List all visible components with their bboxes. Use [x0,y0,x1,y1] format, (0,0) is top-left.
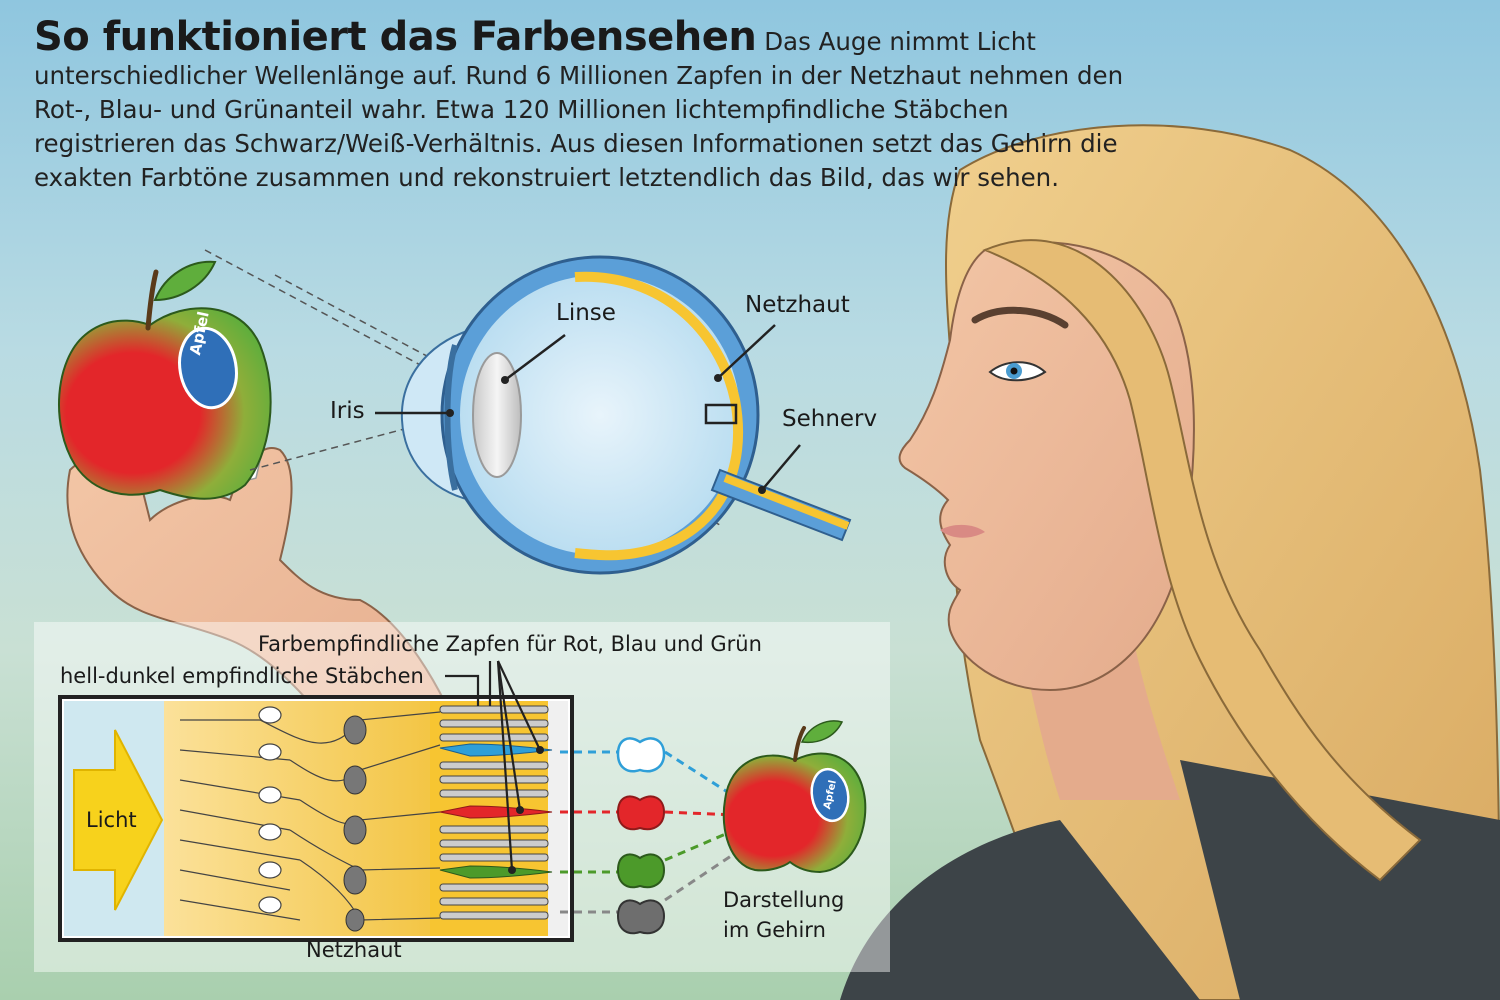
small-apple-red [616,795,666,831]
page-title: So funktioniert das Farbensehen [34,14,757,60]
small-apple-blue [616,737,666,773]
retina-label: Netzhaut [745,292,850,318]
brain-label-line2: im Gehirn [723,918,826,942]
intro-text: Das Auge nimmt Licht unterschiedlicher W… [34,27,1124,192]
cones-label: Farbempfindliche Zapfen für Rot, Blau un… [258,632,762,656]
light-label: Licht [86,808,137,832]
brain-apple [722,720,867,874]
eye-cross-section [375,255,852,575]
optic-nerve-label: Sehnerv [782,406,878,432]
iris-label: Iris [330,398,365,424]
retina-panel [34,622,890,972]
title-block: So funktioniert das Farbensehen Das Auge… [34,17,1134,195]
retina-panel-label: Netzhaut [306,938,402,962]
brain-label-line1: Darstellung [723,888,845,912]
small-apple-gray [616,899,666,935]
lens-label: Linse [556,300,616,326]
small-apple-green [616,853,666,889]
rods-label: hell-dunkel empfindliche Stäbchen [60,664,424,688]
woman-illustration [840,124,1500,1000]
